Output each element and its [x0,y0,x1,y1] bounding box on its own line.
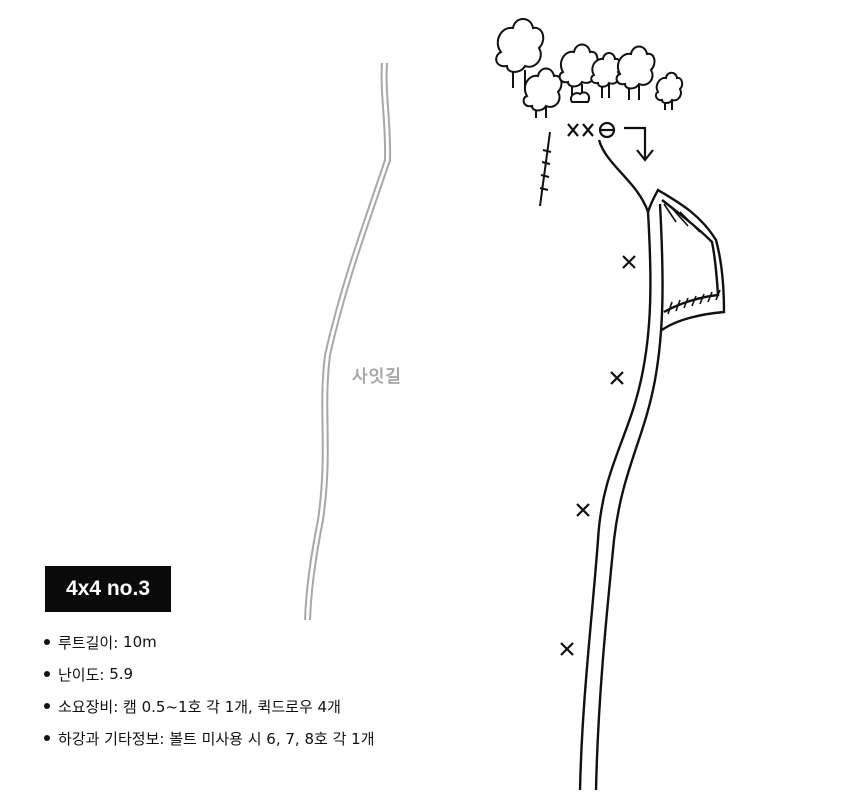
detail-label: 루트길이 [58,632,123,653]
detail-value: 볼트 미사용 시 6, 7, 8호 각 1개 [169,729,375,748]
detail-label: 하강과 기타정보 [58,728,169,749]
anchor-bolts-icon [567,123,594,137]
detail-value: 캠 0.5~1호 각 1개, 퀵드로우 4개 [123,697,341,716]
trees-icon [495,18,684,118]
cliff-edge-mark [539,131,552,207]
route-bolts [560,255,636,656]
approach-path [304,62,392,621]
route-line [578,139,664,791]
detail-route-length: 루트길이 10m [44,626,375,658]
circle-minus-icon [598,121,616,139]
detail-descent-info: 하강과 기타정보 볼트 미사용 시 6, 7, 8호 각 1개 [44,722,375,754]
x-icon [560,642,574,656]
route-title: 4x4 no.3 [45,566,171,612]
detail-value: 10m [123,633,157,651]
bullet-icon [44,639,50,645]
x-icon [576,503,590,517]
anchor [567,121,654,162]
bullet-icon [44,671,50,677]
overhang-roof [646,188,726,331]
x-icon [610,371,624,385]
route-details-list: 루트길이 10m 난이도 5.9 소요장비 캠 0.5~1호 각 1개, 퀵드로… [44,626,375,754]
approach-path-label: 사잇길 [352,367,402,387]
detail-label: 소요장비 [58,696,123,717]
x-icon [622,255,636,269]
detail-value: 5.9 [109,665,134,683]
bullet-icon [44,735,50,741]
detail-difficulty: 난이도 5.9 [44,658,375,690]
bullet-icon [44,703,50,709]
detail-gear: 소요장비 캠 0.5~1호 각 1개, 퀵드로우 4개 [44,690,375,722]
arrow-down-icon [624,126,654,162]
detail-label: 난이도 [58,664,109,685]
